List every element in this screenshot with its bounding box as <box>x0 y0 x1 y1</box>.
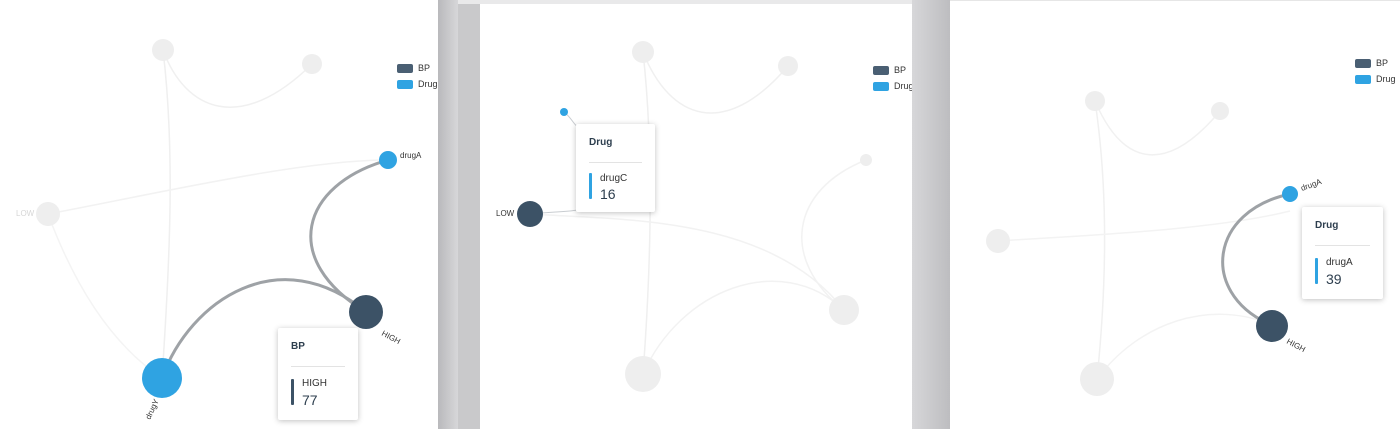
faded-link <box>642 51 789 114</box>
tooltip-color-bar <box>589 173 592 199</box>
legend-item-bp[interactable]: BP <box>1355 55 1396 71</box>
legend-label: Drug <box>418 79 438 89</box>
drug-node[interactable] <box>560 108 568 116</box>
chart-panel-1: LOW drugA HIGH drugY BP Drug BP HIGH 77 <box>0 0 438 429</box>
faded-node[interactable] <box>632 41 654 63</box>
legend-label: Drug <box>894 81 912 91</box>
node-label: drugA <box>1300 177 1324 193</box>
active-link <box>160 278 367 379</box>
tooltip-divider <box>291 366 345 367</box>
faded-node[interactable] <box>778 56 798 76</box>
tooltip-color-bar <box>1315 258 1318 284</box>
frame-edge-right <box>912 0 950 429</box>
faded-link <box>997 210 1291 242</box>
faded-link <box>801 159 867 311</box>
chart-panel-2: LOW BP Drug Drug drugC 16 <box>480 0 912 429</box>
tooltip: Drug drugC 16 <box>576 124 655 212</box>
frame-edge-left <box>438 0 458 429</box>
faded-node[interactable] <box>986 229 1010 253</box>
faded-node[interactable] <box>625 356 661 392</box>
legend-item-drug[interactable]: Drug <box>873 78 912 94</box>
node-label: HIGH <box>1285 337 1307 354</box>
faded-link <box>1096 313 1268 380</box>
legend-swatch <box>873 65 889 75</box>
faded-node[interactable] <box>1085 91 1105 111</box>
tooltip-title: BP <box>291 341 305 352</box>
legend-label: Drug <box>1376 74 1396 84</box>
node-label: drugA <box>400 151 422 160</box>
faded-link <box>642 51 651 375</box>
faded-node[interactable] <box>302 54 322 74</box>
legend: BP Drug <box>873 62 912 94</box>
tooltip: BP HIGH 77 <box>278 328 358 420</box>
drug-node[interactable] <box>379 151 397 169</box>
tooltip-title: Drug <box>589 137 613 148</box>
legend-swatch <box>873 81 889 91</box>
faded-link <box>1094 100 1106 380</box>
legend-item-drug[interactable]: Drug <box>397 76 438 92</box>
tooltip-name: HIGH <box>302 378 327 389</box>
tooltip-value: 39 <box>1326 271 1342 287</box>
faded-node-label: LOW <box>16 209 35 218</box>
legend-swatch <box>397 63 413 73</box>
legend-swatch <box>397 79 413 89</box>
node-label: LOW <box>496 209 515 218</box>
faded-link <box>47 159 389 215</box>
legend-swatch <box>1355 74 1371 84</box>
network-graph: drugA HIGH <box>986 91 1324 396</box>
tooltip: Drug drugA 39 <box>1302 207 1383 299</box>
tooltip-value: 77 <box>302 392 318 408</box>
node-label: drugY <box>144 397 161 421</box>
faded-link <box>162 49 313 108</box>
faded-node[interactable] <box>152 39 174 61</box>
active-link <box>309 158 389 314</box>
network-graph: LOW <box>496 41 872 392</box>
bp-node[interactable] <box>1256 310 1288 342</box>
legend-item-drug[interactable]: Drug <box>1355 71 1396 87</box>
legend: BP Drug <box>397 60 438 92</box>
node-label: HIGH <box>380 329 402 346</box>
faded-node[interactable] <box>1080 362 1114 396</box>
faded-node[interactable] <box>1211 102 1229 120</box>
tooltip-value: 16 <box>600 186 616 202</box>
legend-label: BP <box>1376 58 1389 68</box>
network-graph: LOW drugA HIGH drugY <box>16 39 422 421</box>
tooltip-title: Drug <box>1315 220 1339 231</box>
frame-edge-top <box>458 0 912 4</box>
faded-link <box>1094 100 1221 156</box>
active-link <box>1221 192 1291 325</box>
legend: BP Drug <box>1355 55 1396 87</box>
faded-link <box>161 49 171 379</box>
bp-node[interactable] <box>517 201 543 227</box>
tooltip-name: drugA <box>1326 257 1353 268</box>
legend-item-bp[interactable]: BP <box>397 60 438 76</box>
legend-item-bp[interactable]: BP <box>873 62 912 78</box>
legend-swatch <box>1355 58 1371 68</box>
drug-node[interactable] <box>142 358 182 398</box>
chart-panel-3: drugA HIGH BP Drug Drug drugA 39 <box>950 0 1400 429</box>
faded-node[interactable] <box>829 295 859 325</box>
tooltip-divider <box>589 162 642 163</box>
bp-node[interactable] <box>349 295 383 329</box>
faded-node[interactable] <box>36 202 60 226</box>
tooltip-divider <box>1315 245 1370 246</box>
tooltip-name: drugC <box>600 173 628 184</box>
faded-link <box>47 213 163 379</box>
faded-link <box>642 280 845 375</box>
legend-label: BP <box>418 63 431 73</box>
faded-node[interactable] <box>860 154 872 166</box>
tooltip-color-bar <box>291 379 294 405</box>
drug-node[interactable] <box>1282 186 1298 202</box>
faded-link <box>529 213 845 311</box>
legend-label: BP <box>894 65 907 75</box>
